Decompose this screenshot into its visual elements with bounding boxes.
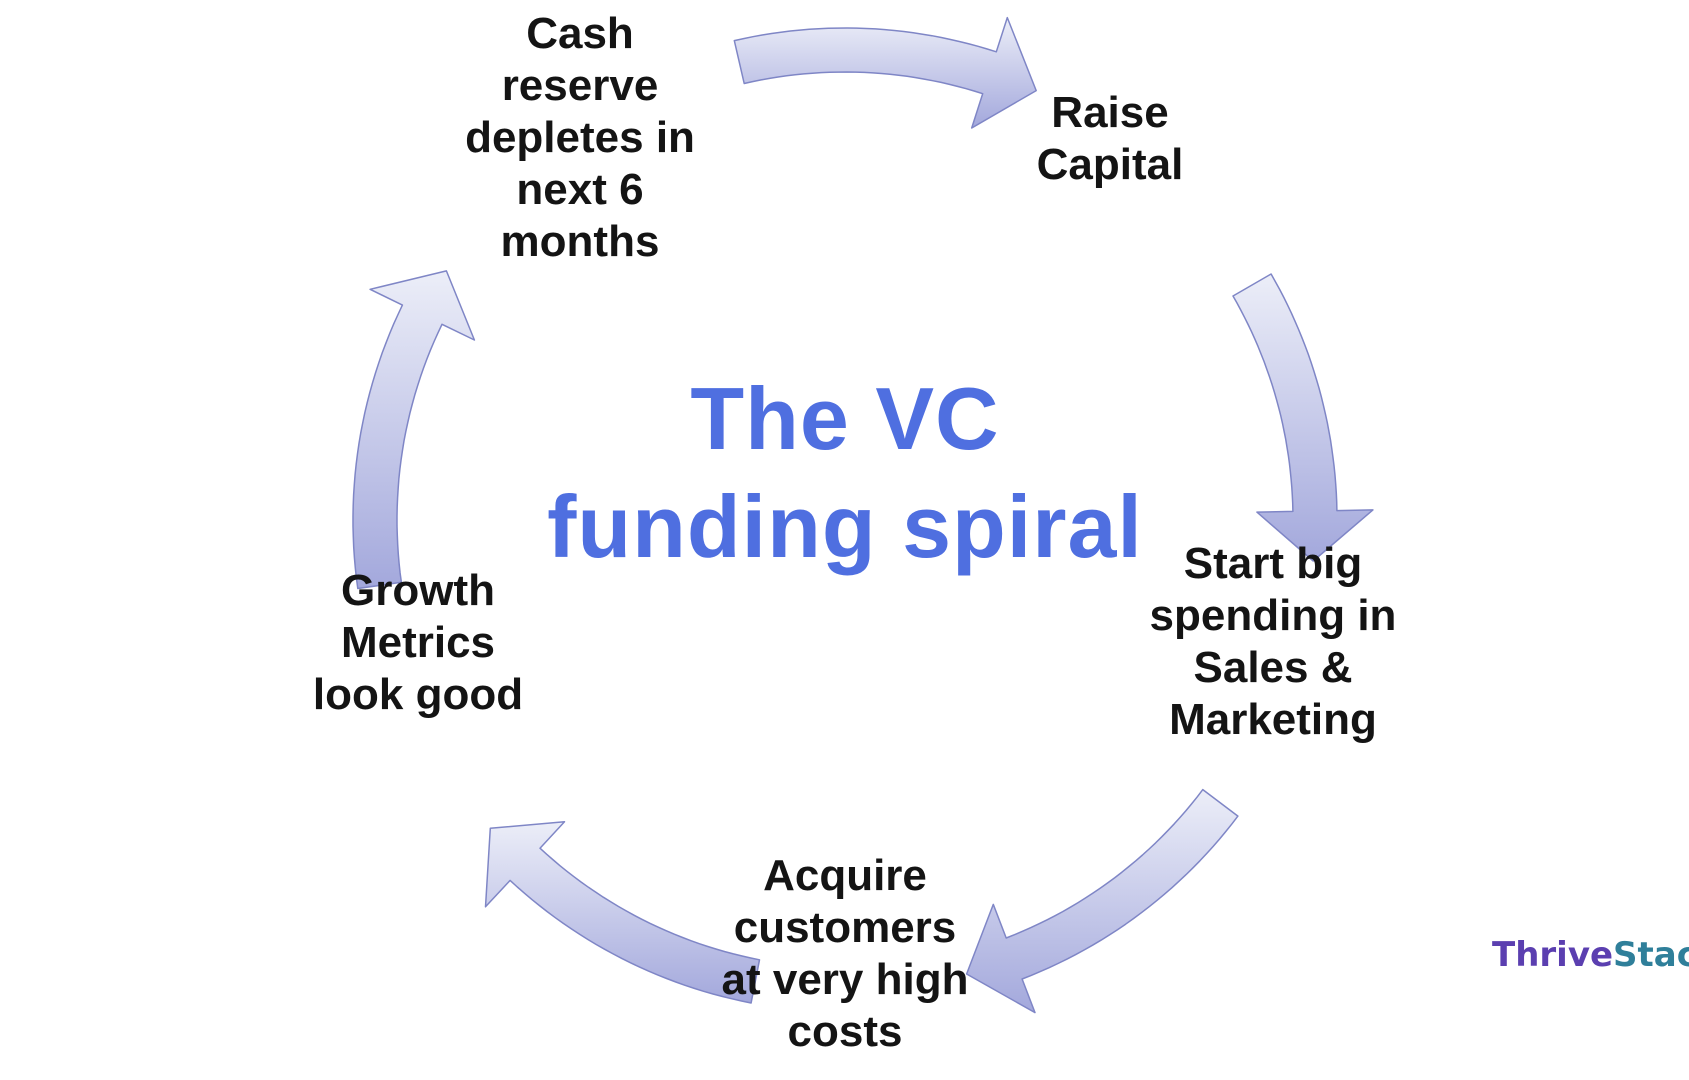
step-line: reserve bbox=[501, 61, 659, 110]
step-line: Marketing bbox=[1169, 695, 1377, 744]
arrow-raise-to-spending bbox=[1232, 273, 1374, 562]
step-line: Start big bbox=[1183, 539, 1363, 588]
step-line: depletes in bbox=[465, 113, 695, 162]
step-line: next 6 bbox=[516, 165, 644, 214]
step-big-spending: Start big spending in Sales & Marketing bbox=[1150, 538, 1397, 746]
arrow-spending-to-acquire bbox=[965, 788, 1239, 1014]
step-cash-reserve: Cash reserve depletes in next 6 months bbox=[465, 8, 695, 268]
arrow-growth-to-cash bbox=[352, 270, 476, 590]
step-line: months bbox=[500, 217, 660, 266]
step-line: Capital bbox=[1036, 140, 1184, 189]
step-line: Metrics bbox=[340, 618, 496, 667]
step-line: at very high bbox=[721, 955, 969, 1004]
step-line: look good bbox=[312, 670, 524, 719]
step-line: Raise bbox=[1051, 88, 1169, 137]
step-line: costs bbox=[787, 1007, 903, 1056]
arrow-acquire-to-growth bbox=[484, 821, 761, 1004]
title-line: The VC bbox=[690, 369, 1000, 468]
step-line: spending in bbox=[1149, 591, 1397, 640]
step-line: customers bbox=[733, 903, 957, 952]
brand-logo: ThriveStack bbox=[1492, 935, 1689, 975]
brand-logo-part: Stack bbox=[1613, 935, 1689, 975]
step-growth-metrics: Growth Metrics look good bbox=[313, 565, 523, 721]
step-line: Growth bbox=[341, 566, 495, 615]
step-line: Sales & bbox=[1193, 643, 1353, 692]
step-line: Cash bbox=[526, 9, 634, 58]
title-line: funding spiral bbox=[547, 477, 1143, 576]
diagram-title: The VC funding spiral bbox=[547, 365, 1143, 581]
step-line: Acquire bbox=[763, 851, 927, 900]
step-acquire-customers: Acquire customers at very high costs bbox=[722, 850, 969, 1058]
brand-logo-part: Thrive bbox=[1492, 935, 1614, 975]
arrow-cash-to-raise bbox=[733, 16, 1037, 129]
step-raise-capital: Raise Capital bbox=[1037, 87, 1184, 191]
